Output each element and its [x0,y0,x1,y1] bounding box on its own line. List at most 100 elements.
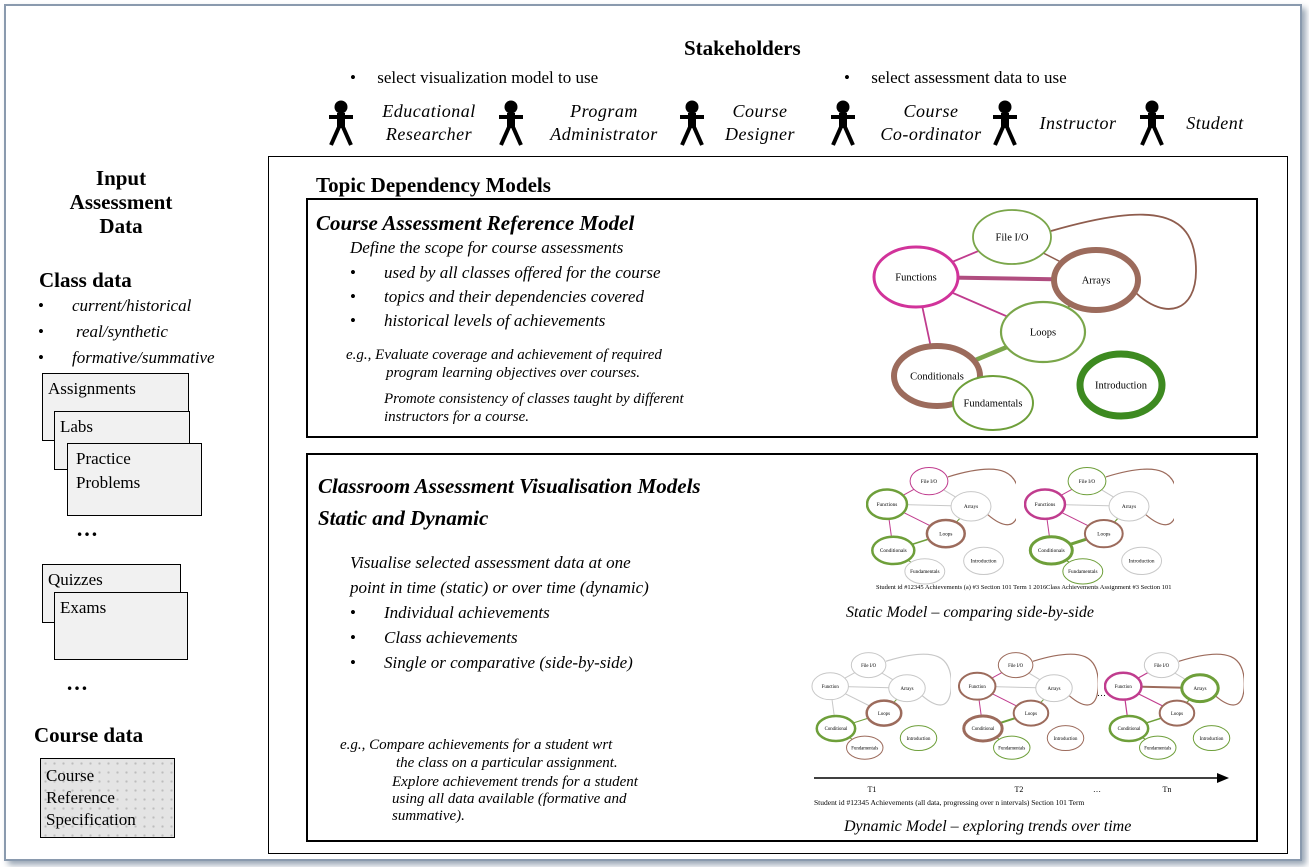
class-data-bullet: current/historical [38,293,215,319]
reference-example-2: Promote consistency of classes taught by… [384,391,684,425]
graph-node-label: Loops [878,712,890,717]
ellipsis-1: … [76,516,98,541]
graph-node-label: Arrays [1122,504,1136,510]
stakeholder-label-line: Educational [382,101,476,121]
reference-bullet: topics and their dependencies covered [350,285,661,309]
stakeholders-title: Stakeholders [684,36,801,60]
graph-node [811,672,849,701]
static-caption-student: Student id #12345 Achievements (a) #3 Se… [876,584,1047,591]
classroom-bullets: Individual achievements Class achievemen… [350,600,633,675]
person-icon [1140,100,1164,146]
stakeholder-label-line: Program [570,101,638,121]
classroom-title-2: Static and Dynamic [318,506,489,530]
graph-node [888,674,926,703]
graph-node [850,652,887,679]
static-caption-class: Class Achievements Assignment #3 Section… [1046,584,1172,591]
stakeholder-label-line: Designer [725,124,795,144]
graph-edge [1050,213,1197,310]
graph-node-label: Arrays [1082,276,1111,287]
graph-node-label: Fundamentals [998,746,1025,751]
reference-bullet: used by all classes offered for the cour… [350,261,661,285]
graph-node-label: Conditional [825,727,848,732]
person-icon [993,100,1017,146]
graph-edge [1032,653,1098,706]
dynamic-dots: … [1097,688,1106,698]
person-icon [680,100,704,146]
stakeholder-label-line: Instructor [1039,112,1117,133]
person-icon [329,100,353,146]
exams-doc: Exams [54,592,188,660]
graph-node-label: Introduction [1129,559,1155,565]
graph-node [904,558,946,585]
graph-node-label: Function [969,685,987,690]
graph-node [1083,518,1124,549]
classroom-bullet: Individual achievements [350,600,633,625]
stakeholder-label-line: Researcher [385,124,473,144]
graph-node [1108,714,1150,743]
class-data-bullets: current/historical real/synthetic format… [38,293,215,371]
graph-edge [1178,653,1244,706]
graph-node-label: Loops [1097,531,1110,537]
graph-node [1108,491,1150,522]
classroom-example-1: e.g., Compare achievements for a student… [340,737,618,771]
graph-node-label: Introduction [971,559,997,565]
graph-node [1012,699,1050,727]
graph-node [909,466,949,496]
graph-node [958,671,997,701]
graph-node-label: Conditional [972,727,995,732]
graph-node-label: File I/O [996,233,1029,244]
graph-node [962,714,1004,743]
stakeholder-label-line: Student [1186,112,1244,133]
graph-node-label: File I/O [921,479,938,485]
graph-node [1143,652,1180,679]
graph-node [1104,671,1143,701]
classroom-example-2: Explore achievement trends for a student… [392,774,638,824]
graph-node-label: Arrays [1193,687,1206,692]
graph-node [925,518,966,549]
graph-node-label: Loops [1030,328,1056,339]
graph-node-label: Conditional [1118,727,1141,732]
class-data-title: Class data [39,268,132,292]
graph-node [1024,488,1067,521]
graph-node-label: File I/O [1079,479,1096,485]
classroom-bullet: Single or comparative (side-by-side) [350,650,633,675]
person-icon [499,100,523,146]
graph-node-label: Functions [895,273,936,284]
reference-bullets: used by all classes offered for the cour… [350,261,661,333]
graph-node-label: Fundamentals [910,569,939,575]
graph-node [1180,673,1220,704]
graph-node [1062,558,1104,585]
graph-node [952,375,1034,431]
ellipsis-2: … [66,670,88,695]
course-reference-specification: Course Reference Specification [40,758,175,838]
graph-node-label: Introduction [907,737,931,742]
class-data-bullet: real/synthetic [38,319,215,345]
graph-node [815,714,857,743]
stakeholder-label-line: Co-ordinator [880,124,982,144]
graph-node [899,725,938,752]
time-tick-label: T1 [868,785,877,794]
reference-model-title: Course Assessment Reference Model [316,211,635,235]
graph-node-label: Functions [877,502,898,508]
graph-node [1192,725,1231,752]
graph-node [997,652,1034,679]
stakeholder-label: Student [1165,112,1265,135]
dynamic-caption: Student id #12345 Achievements (all data… [814,798,1085,807]
stakeholder-bullet-1: • select visualization model to use [350,68,599,87]
graph-node [872,245,960,309]
figure-frame: Stakeholders • select visualization mode… [4,4,1302,861]
graph-node [950,491,992,522]
graph-node-label: Loops [939,531,952,537]
graph-edge [947,468,1016,526]
graph-node [1035,674,1073,703]
